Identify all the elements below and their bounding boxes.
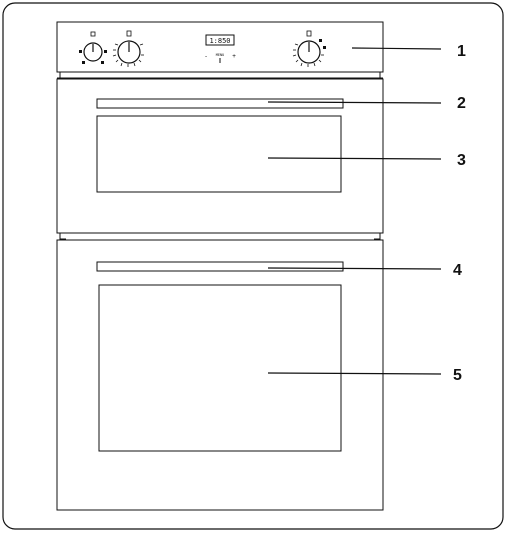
callout-5: 5 <box>453 367 462 384</box>
knob-left-2-dial <box>117 40 141 64</box>
knob-left-1-dial <box>83 42 103 62</box>
control-panel-frame <box>56 21 384 73</box>
grill-icon <box>306 30 312 37</box>
minus-button[interactable]: - <box>204 53 208 60</box>
clock-display: 1:850 <box>205 34 235 46</box>
leader-line-2 <box>267 101 442 104</box>
right-knob-scale <box>292 43 324 67</box>
knob-right-dial <box>297 40 321 64</box>
timer-buttons: - MENU + <box>204 53 236 63</box>
leader-line-3 <box>267 157 442 160</box>
leader-line-5 <box>267 372 442 375</box>
top-oven-door <box>56 78 384 240</box>
oven-function-icon <box>90 31 96 37</box>
callout-4: 4 <box>453 262 462 279</box>
callout-2: 2 <box>457 95 466 112</box>
callout-3: 3 <box>457 152 466 169</box>
control-panel: 1:850 - MENU + <box>56 21 384 79</box>
callout-lines <box>267 47 442 375</box>
temperature-icon <box>126 30 132 37</box>
knob-right[interactable] <box>292 30 326 67</box>
leader-line-4 <box>267 267 442 270</box>
display-frame <box>205 34 235 46</box>
main-door-window <box>98 284 342 452</box>
main-door-frame <box>56 239 384 511</box>
top-door-frame <box>56 78 384 234</box>
leader-line-1 <box>351 47 442 50</box>
mode-button-label: MENU <box>216 53 224 57</box>
plus-button[interactable]: + <box>232 53 236 60</box>
main-oven-door <box>56 239 384 511</box>
knob-left-2[interactable] <box>112 30 144 67</box>
outer-frame <box>2 2 504 530</box>
callout-labels: 1 2 3 4 5 <box>453 43 466 384</box>
display-text: 1:850 <box>209 37 230 45</box>
callout-1: 1 <box>457 43 466 60</box>
knob-left-1[interactable] <box>79 31 107 64</box>
main-door-handle[interactable] <box>96 261 344 272</box>
temperature-scale <box>112 43 144 67</box>
top-door-handle[interactable] <box>96 98 344 109</box>
top-door-window <box>96 115 342 193</box>
